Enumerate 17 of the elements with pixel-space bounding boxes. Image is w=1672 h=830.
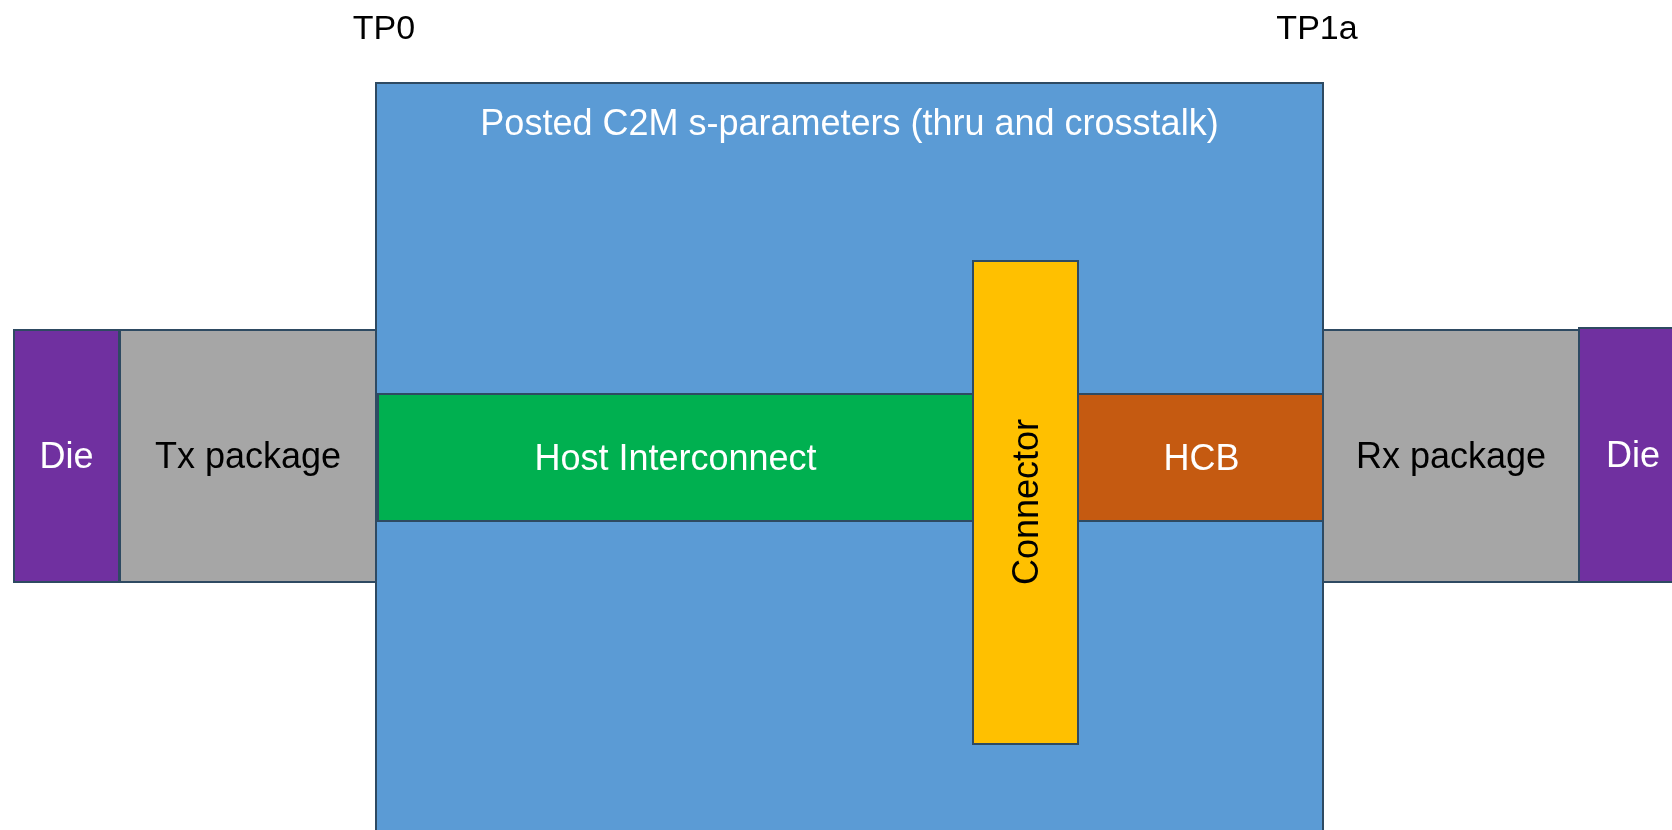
block-label: Rx package xyxy=(1355,435,1547,477)
test-point-label: TP0 xyxy=(352,8,416,47)
interconnect-block xyxy=(377,393,974,522)
package-block xyxy=(1322,329,1580,583)
block-label: Die xyxy=(39,435,94,477)
s-parameter-panel xyxy=(375,82,1324,830)
block-label: HCB xyxy=(1163,436,1240,479)
die-block xyxy=(1578,327,1672,583)
block-label: Connector xyxy=(1004,419,1047,586)
block-label: Posted C2M s-parameters (thru and crosstalk) xyxy=(480,102,1219,144)
connector-block xyxy=(972,260,1079,745)
block-label: Tx package xyxy=(154,435,342,477)
block-label: Host Interconnect xyxy=(534,436,817,479)
package-block xyxy=(119,329,377,583)
die-block xyxy=(13,329,120,583)
test-point-label: TP1a xyxy=(1276,8,1358,47)
block-label: Die xyxy=(1606,434,1660,476)
